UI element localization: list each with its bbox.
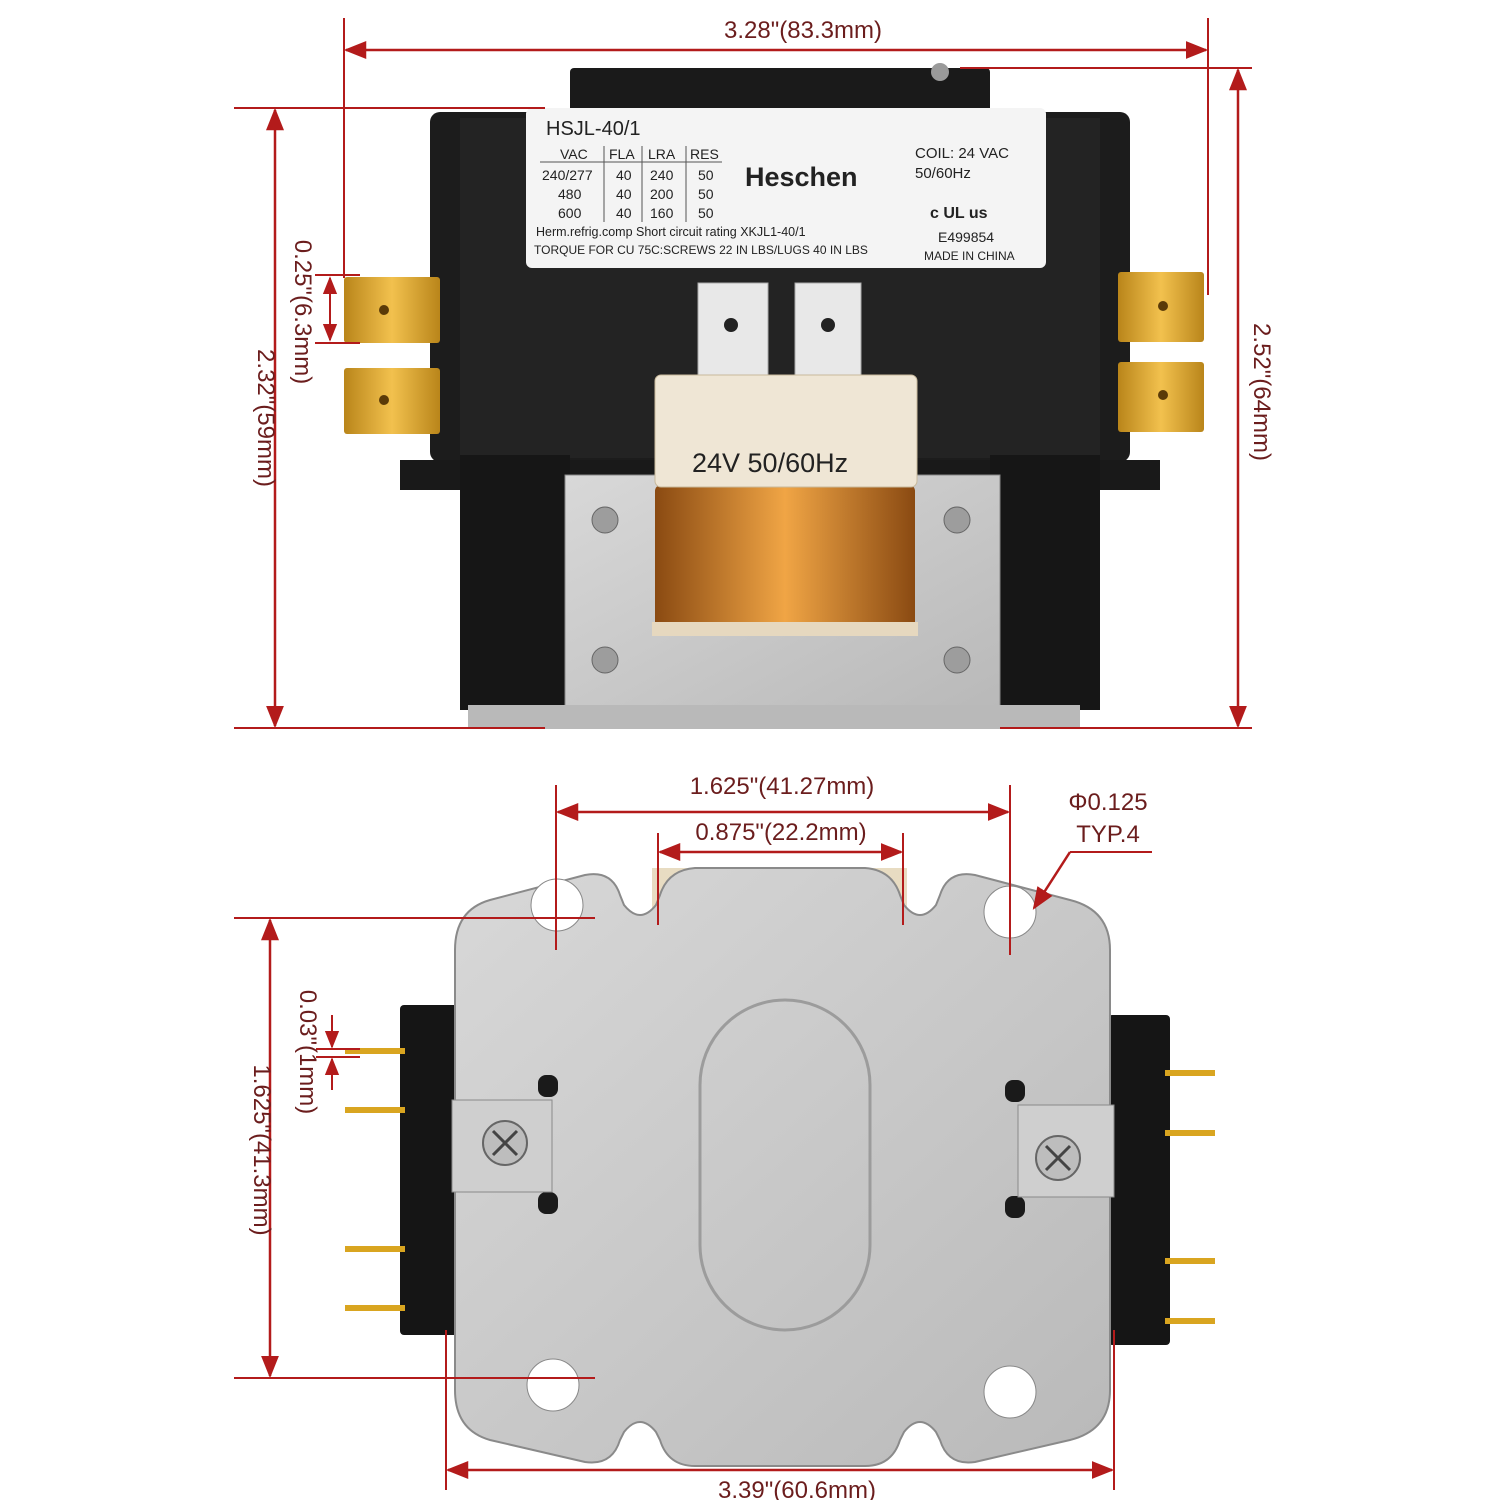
- coil-icon: [655, 485, 915, 635]
- pin-gap-dimension: 0.03"(1mm): [294, 990, 321, 1115]
- table-header: LRA: [648, 146, 676, 162]
- bottom-view: [345, 867, 1215, 1467]
- mount-vertical-dimension: 1.625"(41.3mm): [248, 1064, 275, 1235]
- table-cell: 50: [698, 167, 714, 183]
- top-cap: [570, 68, 990, 120]
- rating-label: HSJL-40/1 Heschen COIL: 24 VAC 50/60Hz c…: [526, 108, 1046, 268]
- table-header: VAC: [560, 146, 588, 162]
- mount-inner-dimension: 0.875"(22.2mm): [695, 819, 866, 846]
- height-right-dimension: 2.52"(64mm): [1248, 323, 1275, 461]
- model-number: HSJL-40/1: [546, 118, 641, 140]
- table-cell: 40: [616, 186, 632, 202]
- table-cell: 600: [558, 205, 582, 221]
- table-cell: 40: [616, 167, 632, 183]
- table-cell: 200: [650, 186, 674, 202]
- right-frame: [990, 455, 1100, 710]
- screw-icon: [943, 646, 971, 674]
- mount-outer-dimension: 1.625"(41.27mm): [690, 773, 875, 800]
- pin-icon: [1165, 1070, 1215, 1324]
- table-cell: 240/277: [542, 167, 593, 183]
- embossed-oval: [698, 998, 872, 1332]
- left-block: [400, 1005, 462, 1335]
- coil-frequency: 50/60Hz: [915, 165, 971, 182]
- mounting-hole-icon: [526, 1358, 580, 1412]
- height-left-dimension: 2.32"(59mm): [252, 349, 279, 487]
- base-width-dimension: 3.39"(60.6mm): [718, 1477, 876, 1500]
- torque-note: TORQUE FOR CU 75C:SCREWS 22 IN LBS/LUGS …: [534, 243, 868, 257]
- coil-voltage-label: 24V 50/60Hz: [692, 448, 848, 478]
- hole-diameter: Φ0.125: [1068, 789, 1147, 816]
- table-cell: 160: [650, 205, 674, 221]
- bottom-dimensions: 1.625"(41.27mm) 0.875"(22.2mm) Φ0.125 TY…: [234, 773, 1152, 1500]
- brand-name: Heschen: [745, 162, 858, 192]
- left-frame: [460, 455, 570, 710]
- front-dimensions: 3.28"(83.3mm) 2.32"(59mm) 0.25"(6.3mm) 2…: [234, 17, 1275, 729]
- mounting-plate: [454, 867, 1111, 1467]
- table-cell: 480: [558, 186, 582, 202]
- ul-mark-icon: c UL us: [930, 205, 988, 222]
- base-plate: [468, 705, 1080, 729]
- table-header: FLA: [609, 146, 635, 162]
- origin-text: MADE IN CHINA: [924, 249, 1015, 263]
- table-cell: 50: [698, 186, 714, 202]
- right-block: [1108, 1015, 1170, 1345]
- hole-count: TYP.4: [1076, 821, 1140, 848]
- screw-icon: [931, 63, 949, 81]
- table-cell: 50: [698, 205, 714, 221]
- coil-spec: COIL: 24 VAC: [915, 145, 1009, 162]
- right-bracket: [1017, 1104, 1115, 1198]
- rating-note: Herm.refrig.comp Short circuit rating XK…: [536, 225, 806, 239]
- pin-icon: [345, 1048, 405, 1311]
- terminal-icon: [344, 277, 440, 434]
- table-cell: 40: [616, 205, 632, 221]
- screw-icon: [591, 506, 619, 534]
- terminal-icon: [1118, 272, 1204, 432]
- width-dimension: 3.28"(83.3mm): [724, 17, 882, 44]
- table-cell: 240: [650, 167, 674, 183]
- table-header: RES: [690, 146, 719, 162]
- screw-icon: [591, 646, 619, 674]
- front-view: HSJL-40/1 Heschen COIL: 24 VAC 50/60Hz c…: [344, 63, 1204, 729]
- terminal-gap-dimension: 0.25"(6.3mm): [289, 240, 316, 385]
- coil-tab: [654, 374, 918, 488]
- cert-number: E499854: [938, 229, 994, 245]
- screw-icon: [943, 506, 971, 534]
- mounting-hole-icon: [983, 1365, 1037, 1419]
